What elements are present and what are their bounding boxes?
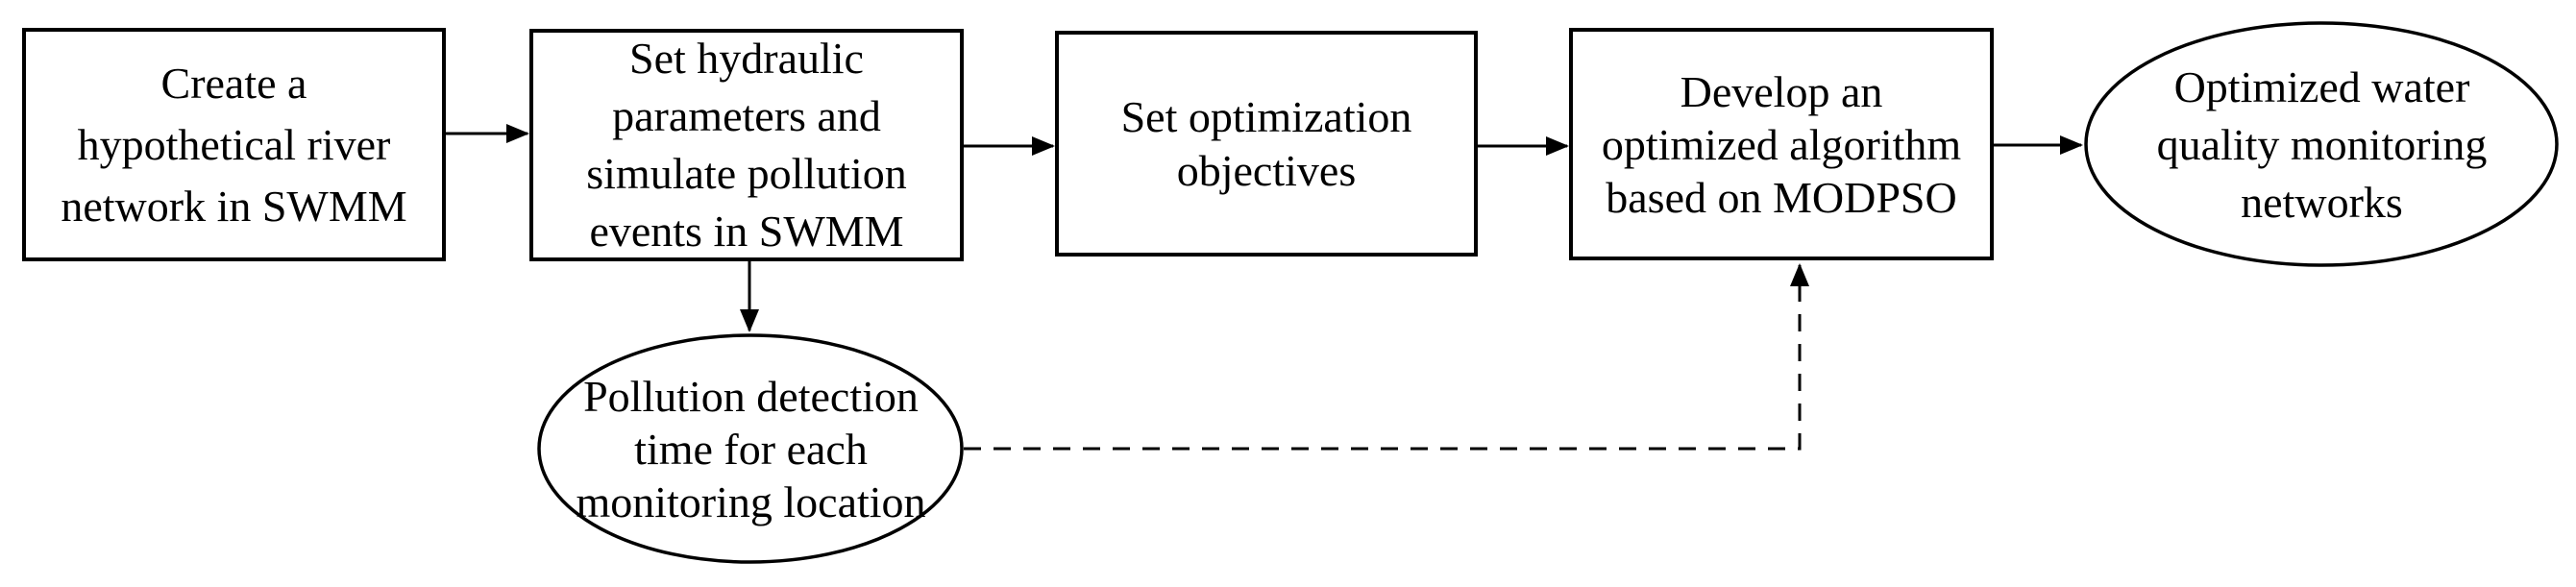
node-set-hydraulic-parameters-shape [529, 29, 964, 261]
node-create-river-network-label: Create a hypothetical river network in S… [61, 58, 407, 231]
node-create-river-network-shape [22, 28, 446, 261]
node-optimized-monitoring-networks-label: Optimized water quality monitoring netwo… [2156, 61, 2488, 227]
node-set-hydraulic-parameters-label: Set hydraulic parameters and simulate po… [586, 34, 907, 256]
edge-detection-to-develop-dashed [964, 263, 1809, 451]
node-set-optimization-objectives-shape [1055, 31, 1478, 257]
node-pollution-detection-time-label: Pollution detection time for each monito… [576, 371, 926, 526]
node-develop-modpso-algorithm-label: Develop an optimized algorithm based on … [1601, 66, 1962, 222]
node-pollution-detection-time-shape [537, 333, 964, 564]
node-set-optimization-objectives-label: Set optimization objectives [1120, 91, 1412, 195]
node-develop-modpso-algorithm-shape [1569, 28, 1994, 260]
node-optimized-monitoring-networks-shape [2084, 21, 2559, 267]
